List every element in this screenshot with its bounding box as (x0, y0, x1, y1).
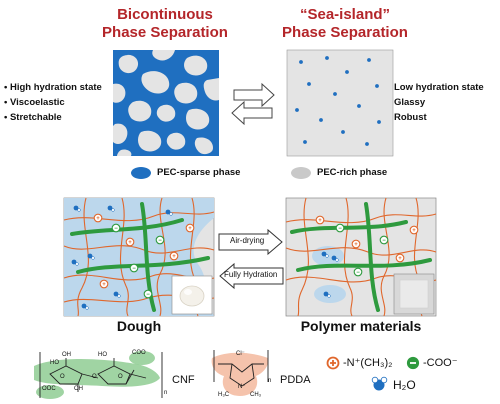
svg-text:+: + (102, 282, 106, 288)
pec-rich-label: PEC-rich phase (317, 167, 388, 178)
pec-sparse-swatch (131, 167, 151, 179)
svg-text:−: − (114, 226, 118, 232)
sea-island-panel (286, 49, 394, 157)
water-label: H₂O (393, 378, 416, 392)
svg-text:−: − (146, 292, 150, 298)
svg-text:+: + (398, 256, 402, 262)
cnf-label: CNF (172, 374, 195, 386)
pdda-structure (211, 350, 269, 396)
fully-hydration-arrow (219, 262, 284, 290)
svg-text:+: + (318, 218, 322, 224)
pec-sparse-label: PEC-sparse phase (157, 167, 241, 178)
svg-text:+: + (128, 240, 132, 246)
polymer-materials-label: Polymer materials (300, 318, 422, 334)
fully-hydration-label: Fully Hydration (224, 270, 278, 279)
carboxylate-anion-icon (406, 356, 420, 370)
svg-text:+: + (172, 254, 176, 260)
svg-text:−: − (158, 238, 162, 244)
dough-label: Dough (116, 318, 162, 334)
bicontinuous-properties: • High hydration state • Viscoelastic • … (4, 82, 102, 123)
svg-text:−: − (132, 266, 136, 272)
air-drying-arrow (218, 228, 283, 256)
water-molecule-icon (371, 376, 388, 391)
polymer-panel: + + + + − − − (285, 197, 437, 317)
pdda-label: PDDA (280, 374, 311, 386)
bicontinuous-title: Bicontinuous Phase Separation (102, 6, 228, 41)
sea-island-title: “Sea-island” Phase Separation (282, 6, 408, 41)
carboxyl-label: -COO⁻ (423, 357, 458, 369)
amine-cation-icon (326, 356, 340, 370)
svg-text:+: + (96, 216, 100, 222)
sea-island-properties: • Low hydration state • Glassy • Robust (388, 82, 484, 123)
dough-panel: + + + + + − − − − (63, 197, 215, 317)
amine-label: -N⁺(CH₃)₂ (343, 357, 393, 369)
svg-text:+: + (188, 226, 192, 232)
pec-rich-swatch (291, 167, 311, 179)
svg-text:−: − (338, 226, 342, 232)
svg-text:+: + (412, 228, 416, 234)
svg-text:+: + (354, 242, 358, 248)
phase-transition-arrows (231, 82, 275, 126)
bicontinuous-panel (113, 50, 219, 156)
air-drying-label: Air-drying (230, 236, 265, 245)
cnf-structure (34, 351, 163, 399)
svg-text:−: − (356, 270, 360, 276)
svg-text:−: − (382, 238, 386, 244)
